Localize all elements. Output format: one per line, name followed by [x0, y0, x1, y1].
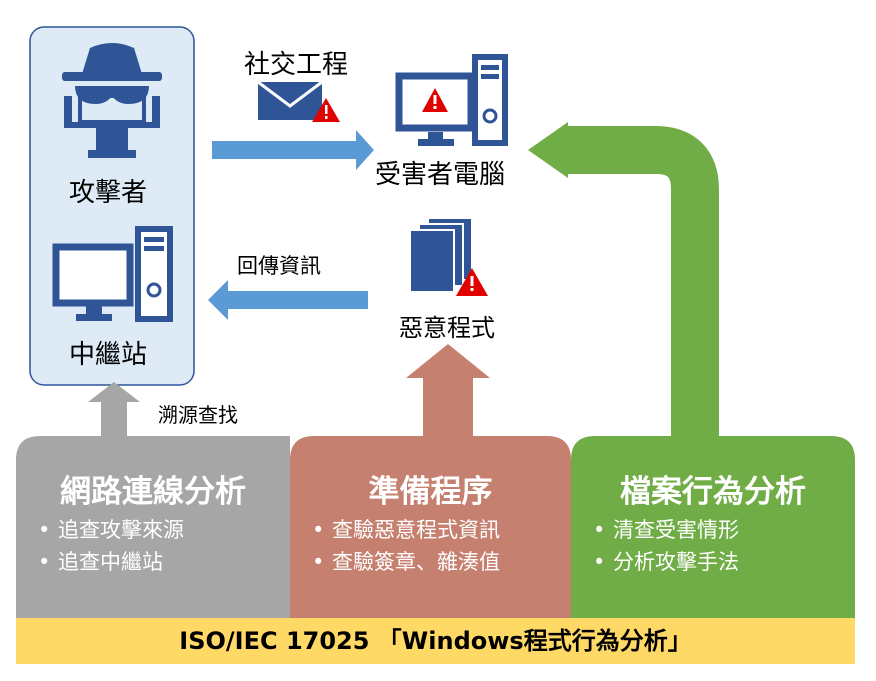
column-network-analysis: 網路連線分析 追查攻擊來源 追查中繼站: [16, 436, 290, 618]
callback-label: 回傳資訊: [237, 254, 321, 278]
column-title: 準備程序: [368, 474, 493, 510]
column-file-behavior: 檔案行為分析 清查受害情形 分析攻擊手法: [571, 436, 855, 618]
list-item: 查驗惡意程式資訊: [312, 514, 500, 546]
warning-icon: [456, 268, 488, 296]
list-item: 追查攻擊來源: [38, 514, 184, 546]
column-items: 追查攻擊來源 追查中繼站: [38, 514, 184, 578]
warning-icon: [312, 98, 340, 122]
relay-computer-icon: [52, 226, 173, 322]
column-items: 查驗惡意程式資訊 查驗簽章、雜湊值: [312, 514, 500, 578]
column-title: 檔案行為分析: [620, 474, 806, 510]
column-title: 網路連線分析: [60, 474, 246, 510]
list-item: 清查受害情形: [593, 514, 739, 546]
column-items: 清查受害情形 分析攻擊手法: [593, 514, 739, 578]
standard-banner: ISO/IEC 17025 「Windows程式行為分析」: [16, 618, 855, 664]
spy-icon: [62, 43, 162, 158]
envelope-icon: [257, 80, 323, 120]
callback-arrow: [208, 280, 368, 320]
list-item: 查驗簽章、雜湊值: [312, 546, 500, 578]
attack-arrow: [212, 130, 374, 170]
trace-source-label: 溯源查找: [158, 403, 238, 427]
column-preparation: 準備程序 查驗惡意程式資訊 查驗簽章、雜湊值: [290, 436, 571, 618]
prepare-arrow: [406, 344, 490, 436]
victim-pc-label: 受害者電腦: [375, 160, 506, 190]
attacker-label: 攻擊者: [69, 178, 148, 208]
social-engineering-label: 社交工程: [244, 50, 349, 80]
list-item: 分析攻擊手法: [593, 546, 739, 578]
relay-label: 中繼站: [69, 340, 148, 370]
victim-computer-icon: [395, 54, 508, 146]
document-stack-icon: [409, 217, 473, 293]
list-item: 追查中繼站: [38, 546, 184, 578]
malware-label: 惡意程式: [399, 314, 495, 342]
analysis-arrow: [528, 122, 719, 438]
trace-arrow: [88, 382, 140, 436]
